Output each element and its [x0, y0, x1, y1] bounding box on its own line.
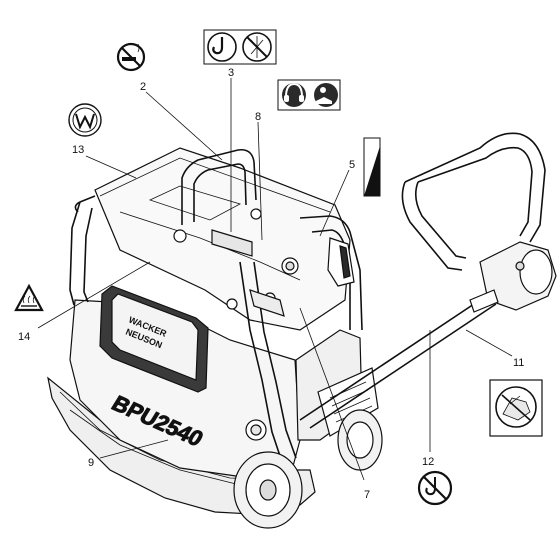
no-fan-icon: [242, 32, 272, 62]
wacker-logo-icon: [68, 103, 102, 137]
callout-14: 14: [18, 331, 30, 343]
machine-diagram-label-icon: [489, 379, 543, 437]
no-smoking-icon: [116, 42, 146, 72]
callout-8: 8: [255, 111, 261, 123]
ear-protection-icon: [282, 82, 306, 107]
leader-lines: [37, 78, 513, 481]
transport-wheel-right: [337, 409, 383, 471]
protection-frame: [69, 195, 96, 306]
lifting-bracket: [181, 148, 257, 225]
callout-7: 7: [364, 489, 370, 501]
callout-12: 12: [422, 456, 434, 468]
callout-11: 11: [513, 357, 524, 369]
fill-level-icon: [363, 137, 381, 197]
callout-3: 3: [228, 67, 234, 79]
callout-labels: 2 3 5 7 8 9 11 12 13 14: [18, 67, 524, 501]
label-3-icons: [203, 29, 277, 65]
callout-5: 5: [349, 159, 355, 171]
lifting-hook-icon: [207, 32, 237, 62]
no-lifting-icon: [417, 470, 453, 506]
guide-handle: [299, 132, 557, 429]
callout-13: 13: [72, 144, 84, 156]
read-manual-icon: [314, 83, 338, 107]
callout-9: 9: [88, 457, 94, 469]
compactor-machine: WACKER NEUSON BPU2540: [47, 147, 383, 529]
transport-wheel-left: [233, 451, 303, 529]
hot-surface-warning-icon: [14, 283, 44, 312]
callout-2: 2: [140, 81, 146, 93]
label-ppe-icons: [277, 79, 341, 111]
